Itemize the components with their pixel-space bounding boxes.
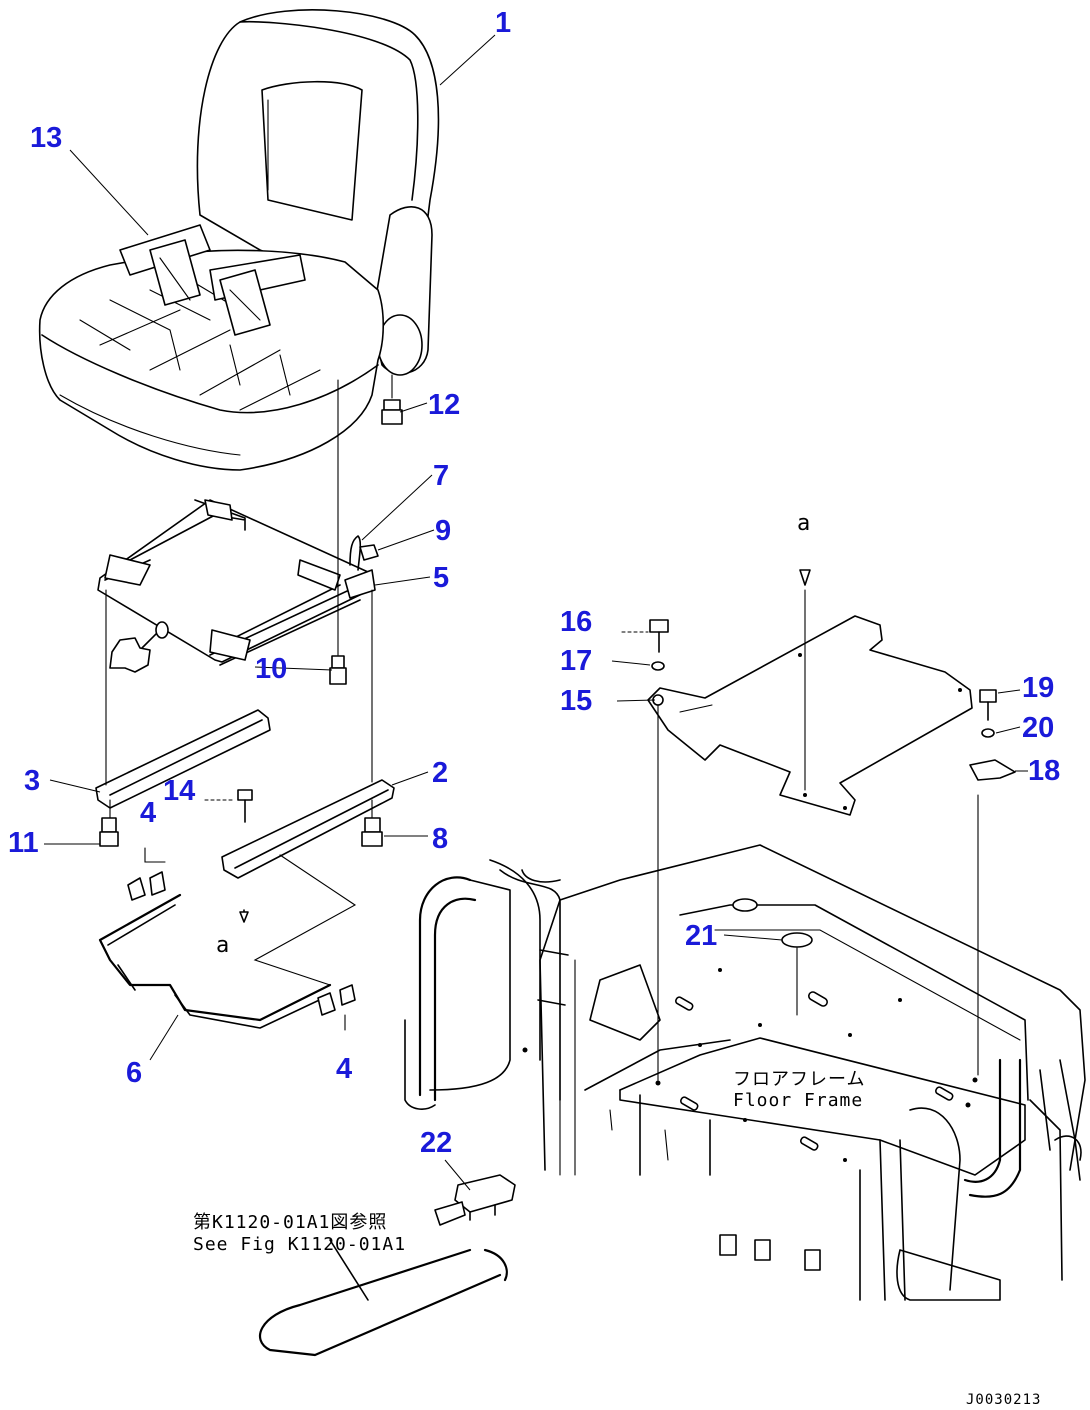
callouts: 1 2 3 4 4 5 6 7 8 9 10 11 12 13 14 15 16… xyxy=(8,7,1060,1159)
bolt-12 xyxy=(381,374,403,425)
callout-1: 1 xyxy=(495,7,511,39)
callout-7: 7 xyxy=(433,460,449,492)
guide-bar-6 xyxy=(98,847,357,1031)
callout-16: 16 xyxy=(560,606,592,638)
callout-2: 2 xyxy=(432,757,448,789)
callout-20: 20 xyxy=(1022,712,1054,744)
annotations: a a フロアフレーム Floor Frame 第K1120-01A1図参照 S… xyxy=(193,511,1041,1408)
callout-4-lower: 4 xyxy=(336,1053,352,1085)
floor-plate-15 xyxy=(647,569,973,816)
floor-frame-label-en: Floor Frame xyxy=(733,1090,863,1111)
callout-6: 6 xyxy=(126,1057,142,1089)
callout-22: 22 xyxy=(420,1127,452,1159)
washer-17 xyxy=(651,661,665,671)
floor-frame xyxy=(539,704,1086,1301)
reference-label-jp: 第K1120-01A1図参照 xyxy=(193,1212,387,1233)
callout-8: 8 xyxy=(432,823,448,855)
callout-14: 14 xyxy=(163,775,195,807)
drawing-id: J0030213 xyxy=(966,1392,1041,1408)
bolt-16 xyxy=(621,619,669,653)
callout-10: 10 xyxy=(255,653,287,685)
callout-4-upper: 4 xyxy=(140,797,156,829)
slide-rail-3 xyxy=(95,589,271,847)
handrail xyxy=(404,859,569,1110)
reference-label-en: See Fig K1120-01A1 xyxy=(193,1234,406,1255)
leader-lines xyxy=(44,34,1028,1191)
slide-rail-2 xyxy=(221,589,395,879)
floor-frame-label-jp: フロアフレーム xyxy=(733,1069,865,1090)
callout-21: 21 xyxy=(685,920,717,952)
bolt-10 xyxy=(329,379,347,685)
callout-17: 17 xyxy=(560,645,592,677)
callout-11: 11 xyxy=(8,827,39,859)
callout-3: 3 xyxy=(24,765,40,797)
seat-assembly xyxy=(38,9,440,471)
view-label-a-top: a xyxy=(797,511,810,536)
connector-22 xyxy=(259,1174,516,1357)
bolt-14 xyxy=(204,789,253,823)
callout-12: 12 xyxy=(428,389,460,421)
callout-18: 18 xyxy=(1028,755,1060,787)
callout-15: 15 xyxy=(560,685,592,717)
callout-19: 19 xyxy=(1022,672,1054,704)
clip-18 xyxy=(969,759,1016,781)
callout-13: 13 xyxy=(30,122,62,154)
seat-base-frame xyxy=(97,499,379,673)
bolt-19 xyxy=(979,689,997,721)
view-label-a-left: a xyxy=(216,933,229,958)
seat-belt xyxy=(119,224,306,336)
washer-20 xyxy=(981,728,995,738)
callout-5: 5 xyxy=(433,562,449,594)
callout-9: 9 xyxy=(435,515,451,547)
